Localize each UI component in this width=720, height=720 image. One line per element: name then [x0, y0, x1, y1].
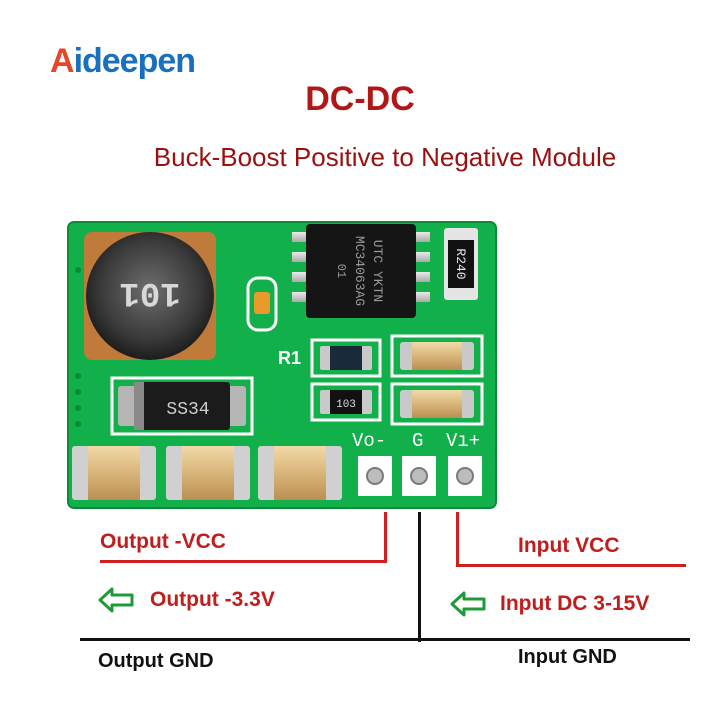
pin-header	[358, 456, 482, 496]
label-output-voltage: Output -3.3V	[150, 588, 275, 611]
resistor2-marking: 103	[336, 399, 356, 411]
ic-marking-line3: 01	[334, 264, 348, 278]
label-output-vcc: Output -VCC	[100, 530, 226, 553]
ic-marking-line2: MC34063AG	[352, 236, 367, 306]
label-input-gnd: Input GND	[518, 646, 617, 668]
output-vcc-wire-vertical	[384, 512, 387, 562]
output-vcc-wire	[100, 560, 387, 563]
silkscreen-diode-outline	[110, 376, 254, 436]
ic-marking-line1: UTC YKTN	[370, 240, 385, 302]
resistor-marking: R240	[453, 248, 468, 279]
input-vcc-wire-vertical	[456, 512, 459, 567]
resistor-r240: R240	[444, 228, 478, 300]
diode-ss34: SS34	[118, 382, 246, 430]
pin-label-vo: Vo-	[352, 430, 386, 452]
ground-wire	[80, 638, 690, 641]
capacitor-bank	[72, 446, 342, 500]
page-subtitle: Buck-Boost Positive to Negative Module	[153, 142, 617, 172]
label-output-gnd: Output GND	[98, 650, 214, 672]
r1-label: R1	[278, 348, 301, 368]
label-input-voltage: Input DC 3-15V	[500, 592, 650, 615]
output-arrow-icon	[98, 587, 134, 613]
diode-marking: SS34	[166, 400, 209, 420]
inductor-marking: 101	[119, 273, 180, 311]
inductor: 101	[84, 232, 216, 360]
input-arrow-icon	[450, 591, 486, 617]
pin-label-vi: Vı+	[446, 430, 480, 452]
pin-label-g: G	[412, 430, 423, 452]
page-title: DC-DC	[305, 80, 415, 118]
ic-chip: UTC YKTN MC34063AG 01	[292, 224, 430, 318]
brand-logo: Aideepen	[50, 42, 196, 80]
input-vcc-wire	[456, 564, 686, 567]
label-input-vcc: Input VCC	[518, 534, 620, 557]
ground-wire-vertical	[418, 512, 421, 642]
